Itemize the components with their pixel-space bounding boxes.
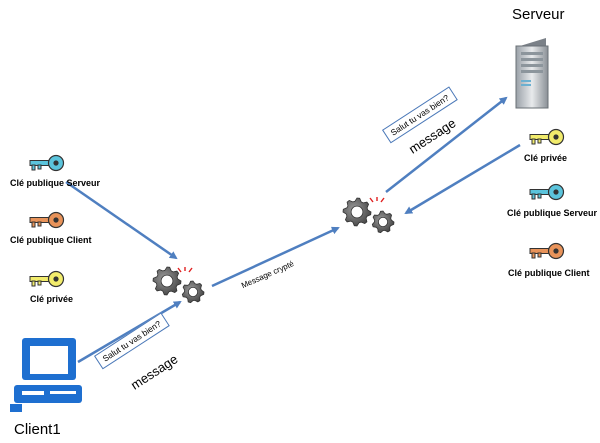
client-key-icon-2 <box>29 211 65 229</box>
arrow-encrypted-message <box>211 226 340 288</box>
server-key-label-private: Clé privée <box>524 153 568 163</box>
arrow-private-key-to-decrypt <box>404 143 521 215</box>
server-key-icon-3 <box>529 242 565 260</box>
server-key-icon-2 <box>529 183 565 201</box>
encrypt-gears-icon <box>152 266 205 304</box>
arrow-server-key-to-encrypt <box>65 180 178 260</box>
client-key-icon-3 <box>29 270 65 288</box>
client-key-label-public-client: Clé publique Client <box>10 235 92 245</box>
client-key-label-public-server: Clé publique Serveur <box>10 178 101 188</box>
server-key-icon-1 <box>529 128 565 146</box>
client-key-label-private: Clé privée <box>30 294 74 304</box>
arrow-decrypt-to-server <box>385 96 508 193</box>
server-key-label-public-client: Clé publique Client <box>508 268 590 278</box>
client-key-icon-1 <box>29 154 65 172</box>
server-title: Serveur <box>512 6 565 23</box>
server-key-label-public-server: Clé publique Serveur <box>507 208 598 218</box>
desktop-computer-icon <box>10 338 82 412</box>
client-title: Client1 <box>14 421 61 438</box>
decrypt-gears-icon <box>342 197 395 234</box>
server-tower-icon <box>515 38 549 109</box>
